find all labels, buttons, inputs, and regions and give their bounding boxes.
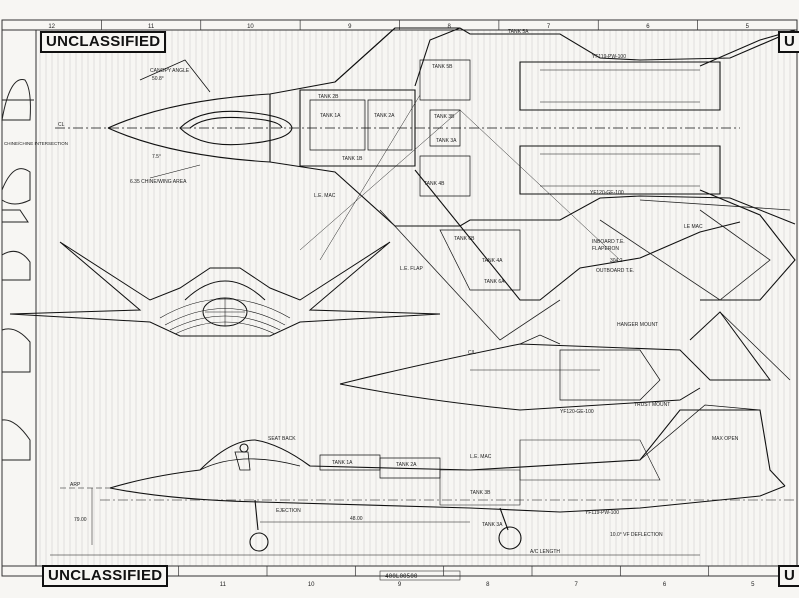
zone-number: 12 xyxy=(48,24,55,30)
classification-stamp-top-right: U xyxy=(778,31,799,53)
le-mac-label: L.E. MAC xyxy=(314,193,336,199)
side-engine-label: YF119-PW-100 xyxy=(585,510,619,516)
side-tank-1a-label: TANK 1A xyxy=(332,460,353,466)
tank-3b-label: TANK 3B xyxy=(434,114,455,120)
canopy-angle-value: 50.8° xyxy=(152,76,164,82)
front-view-airframe xyxy=(9,241,441,337)
inboard-te-label: INBOARD T.E. xyxy=(592,239,625,245)
zone-number: 6 xyxy=(663,582,667,588)
zone-number: 8 xyxy=(486,582,490,588)
zone-number: 6 xyxy=(646,24,650,30)
zone-number: 7 xyxy=(547,24,551,30)
arp-label: ARP xyxy=(70,482,81,488)
engine-top-label: YF119-PW-100 xyxy=(592,54,626,60)
drawing-number: 400L00500 xyxy=(385,573,418,580)
zone-number: 8 xyxy=(448,24,452,30)
sheet-frame xyxy=(1,19,798,577)
tank-5b-label: TANK 5B xyxy=(432,64,453,70)
rear-view-labels: YF120-GE-100 TRUST MOUNT HANGER MOUNT C/… xyxy=(468,322,670,415)
tank-6b-label: TANK 6B xyxy=(454,236,475,242)
zone-markers-top: 12 11 10 9 8 7 6 5 xyxy=(48,20,798,30)
outboard-te-label: OUTBOARD T.E. xyxy=(596,268,634,274)
zone-number: 7 xyxy=(574,582,578,588)
tank-2a-label: TANK 2A xyxy=(374,113,395,119)
side-dim-left: 79.00 xyxy=(74,517,87,523)
le-flap-label: L.E. FLAP xyxy=(400,266,423,272)
ejection-label: EJECTION xyxy=(276,508,301,514)
vf-deflection-label: 10.0° VF DEFLECTION xyxy=(610,532,663,538)
side-view-airframe xyxy=(50,404,795,556)
tank-6a-label: TANK 6A xyxy=(484,279,505,285)
zone-number: 11 xyxy=(148,24,155,30)
side-dim-mid: 48.00 xyxy=(350,516,363,522)
plan-view-airframe xyxy=(55,27,796,301)
left-strip-label: CHINE/CHINE INTERSECTION xyxy=(4,141,68,146)
classification-stamp-bottom-right: U xyxy=(778,565,799,587)
canopy-angle-label: CANOPY ANGLE xyxy=(150,68,190,74)
hanger-mount-label: HANGER MOUNT xyxy=(617,322,658,328)
engine-bottom-label: YF120-GE-100 xyxy=(590,190,624,196)
chine-area-label: 6.35 CHINE/WING AREA xyxy=(130,179,187,185)
nose-angle-label: 7.5° xyxy=(152,154,161,160)
tank-1b-label: TANK 1B xyxy=(342,156,363,162)
rudder-max-label: MAX OPEN xyxy=(712,436,739,442)
classification-stamp-bottom: UNCLASSIFIED xyxy=(42,565,169,587)
seat-back-label: SEAT BACK xyxy=(268,436,296,442)
zone-number: 10 xyxy=(308,582,315,588)
zone-number: 9 xyxy=(348,24,352,30)
tank-3a-label: TANK 3A xyxy=(436,138,457,144)
side-le-mac-label: L.E. MAC xyxy=(470,454,492,460)
le-mac-right-label: LE MAC xyxy=(684,224,703,230)
zone-number: 11 xyxy=(220,582,227,588)
zone-number: 10 xyxy=(247,24,254,30)
rear-engine-label: YF120-GE-100 xyxy=(560,409,594,415)
rear-view-airframe xyxy=(339,311,791,411)
tank-1a-label: TANK 1A xyxy=(320,113,341,119)
plan-dimension-label: 304.2 xyxy=(610,258,623,264)
side-tank-3a-label: TANK 3A xyxy=(482,522,503,528)
side-view-labels: TANK 1A TANK 2A TANK 3B TANK 3A L.E. MAC… xyxy=(70,436,739,555)
title-block: 400L00500 xyxy=(379,570,461,581)
zone-number: 9 xyxy=(398,582,402,588)
trust-mount-label: TRUST MOUNT xyxy=(634,402,670,408)
zone-number: 5 xyxy=(751,582,755,588)
tank-5a-label: TANK 5A xyxy=(508,29,529,35)
side-tank-3b-label: TANK 3B xyxy=(470,490,491,496)
centerline-label: CL xyxy=(58,122,65,128)
tank-4b-label: TANK 4B xyxy=(424,181,445,187)
side-tank-2a-label: TANK 2A xyxy=(396,462,417,468)
classification-stamp-top: UNCLASSIFIED xyxy=(40,31,167,53)
plan-view-labels: TANK 5A TANK 5B TANK 2B TANK 1A TANK 2A … xyxy=(58,29,703,285)
aircraft-length-label: A/C LENGTH xyxy=(530,549,560,555)
tank-2b-label: TANK 2B xyxy=(318,94,339,100)
flaperon-label: FLAPERON xyxy=(592,246,619,252)
plan-view-wing-geometry xyxy=(299,94,791,341)
tank-4a-label: TANK 4A xyxy=(482,258,503,264)
left-detail-strip xyxy=(1,79,34,461)
rear-cl-label: C/L xyxy=(468,350,476,356)
zone-number: 5 xyxy=(746,24,750,30)
hatch-background xyxy=(39,30,791,566)
